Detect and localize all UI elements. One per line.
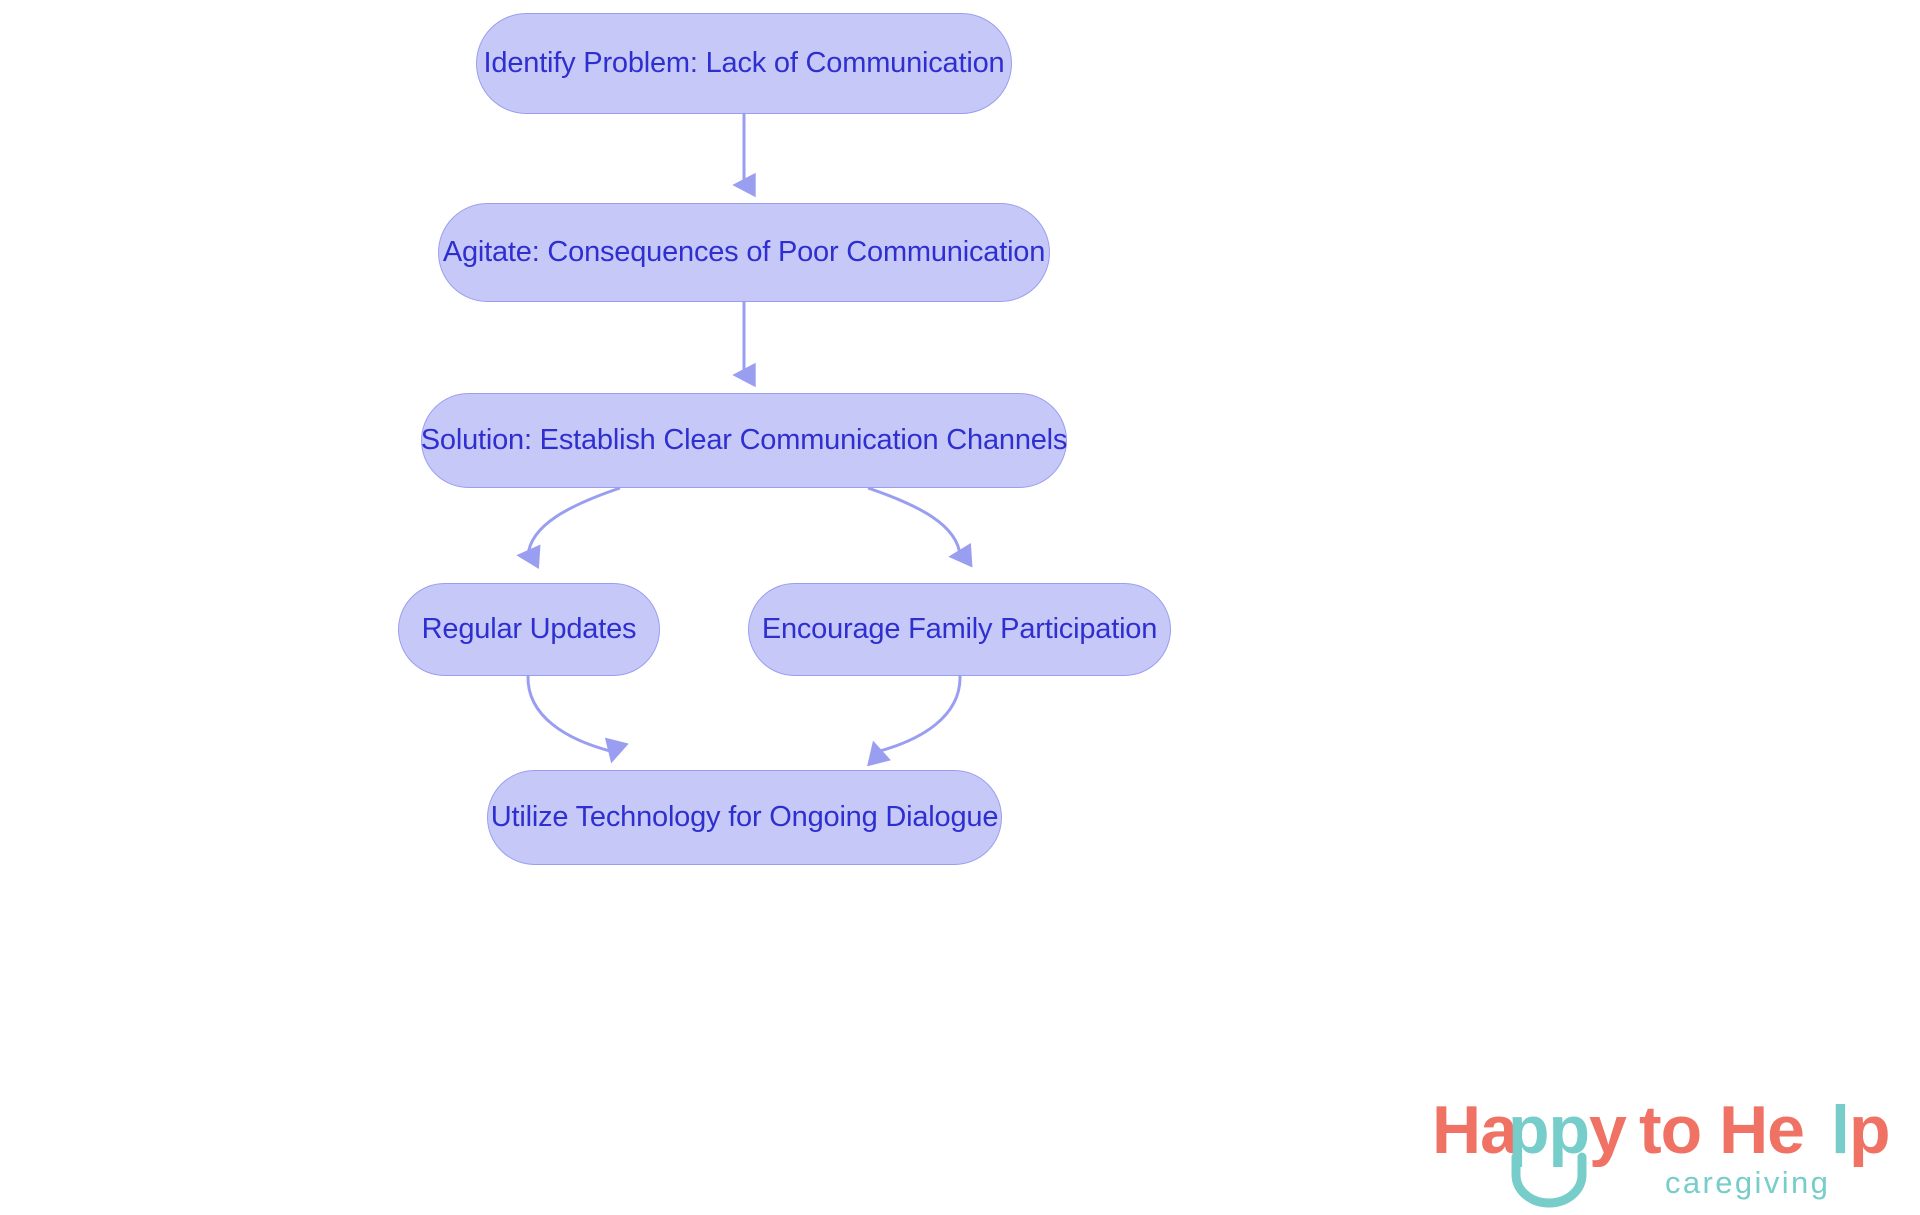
edge-solution-to-regular	[516, 486, 621, 570]
logo-word-to-he: to He	[1639, 1092, 1804, 1168]
logo-tagline: caregiving	[1665, 1165, 1830, 1200]
happy-to-help-logo: Ha pp y to He l p caregiving	[1432, 1092, 1891, 1208]
logo-word-p: p	[1849, 1092, 1890, 1168]
logo-word-y: y	[1589, 1092, 1627, 1168]
logo-word-l: l	[1831, 1092, 1849, 1168]
flow-node-label: Identify Problem: Lack of Communication	[483, 47, 1005, 79]
flow-node-encourage-family-participation[interactable]: Encourage Family Participation	[748, 583, 1171, 676]
flow-node-label: Encourage Family Participation	[761, 613, 1158, 645]
flow-node-regular-updates[interactable]: Regular Updates	[398, 583, 660, 676]
logo-smile-icon	[1511, 1152, 1587, 1208]
flow-node-label: Utilize Technology for Ongoing Dialogue	[490, 801, 999, 833]
flow-node-label: Agitate: Consequences of Poor Communicat…	[442, 236, 1046, 268]
flow-node-utilize-technology[interactable]: Utilize Technology for Ongoing Dialogue	[487, 770, 1002, 865]
brand-logo: Ha pp y to He l p caregiving	[1430, 1085, 1900, 1210]
flow-node-label: Regular Updates	[421, 613, 637, 645]
logo-word-pp: pp	[1508, 1092, 1589, 1168]
edge-encourage-to-utilize	[867, 675, 962, 767]
flow-node-solution[interactable]: Solution: Establish Clear Communication …	[421, 393, 1067, 488]
flow-node-agitate[interactable]: Agitate: Consequences of Poor Communicat…	[438, 203, 1050, 302]
flow-node-label: Solution: Establish Clear Communication …	[420, 424, 1068, 456]
edge-solution-to-encourage	[867, 486, 973, 568]
edge-regular-to-utilize	[526, 675, 629, 764]
logo-word-ha: Ha	[1432, 1092, 1519, 1168]
flow-node-identify-problem[interactable]: Identify Problem: Lack of Communication	[476, 13, 1012, 114]
